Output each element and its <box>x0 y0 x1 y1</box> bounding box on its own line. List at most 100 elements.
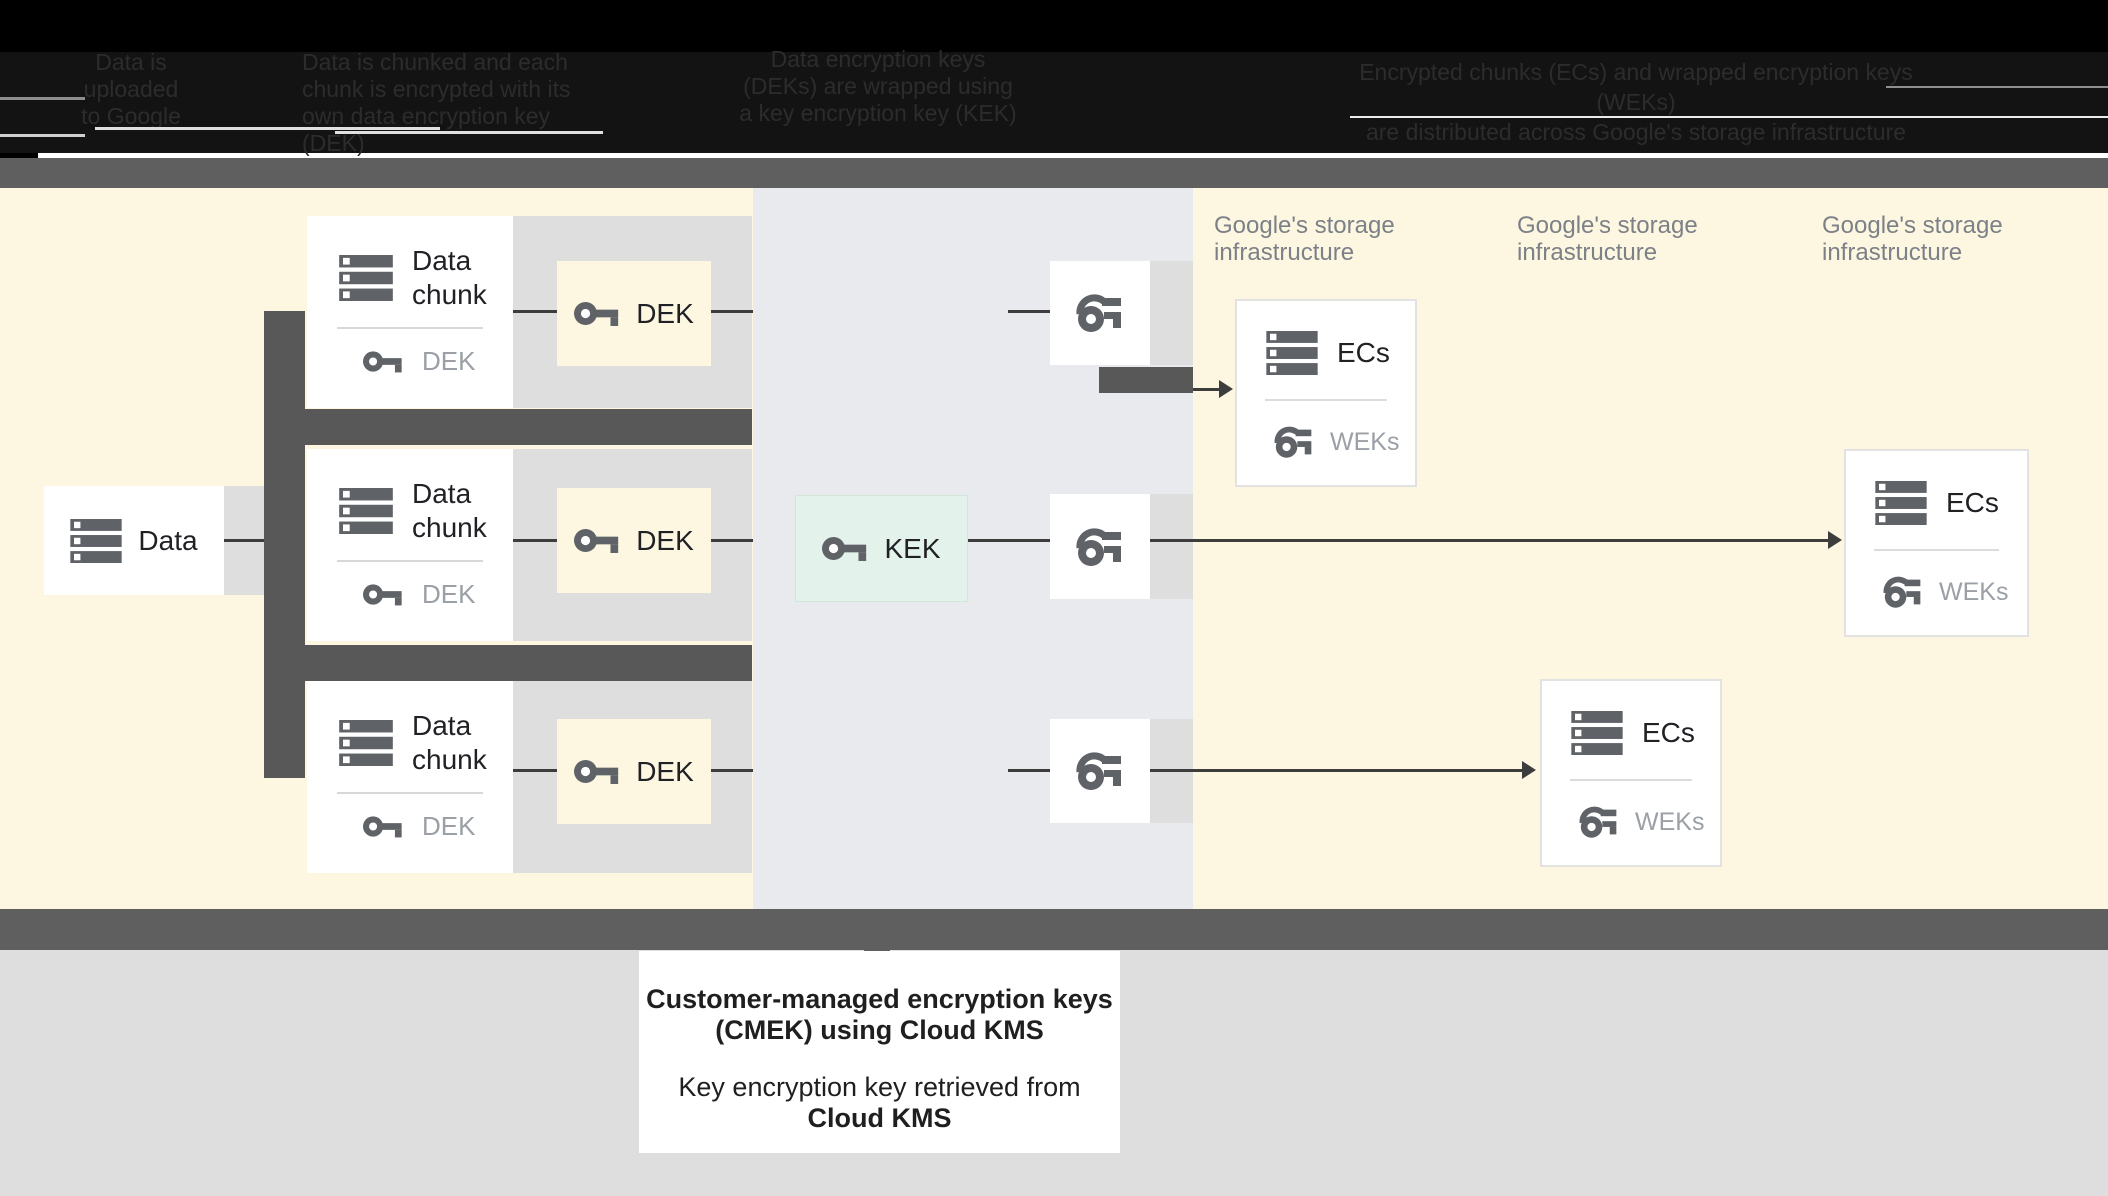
weks-label: WEKs <box>1939 577 2009 606</box>
data-box-label: Data <box>138 524 198 556</box>
wrapped-key-icon <box>1076 748 1124 794</box>
key-icon <box>363 581 405 608</box>
data-chunk-title: Data chunk <box>412 245 487 310</box>
divider <box>1874 549 1999 551</box>
server-stack-icon <box>1570 711 1624 755</box>
storage-infrastructure-label: Google's storage infrastructure <box>1822 212 2052 266</box>
arrow-line <box>1150 539 1830 542</box>
splitter-bar <box>264 645 752 681</box>
dek-label: DEK <box>422 579 476 609</box>
divider <box>1570 779 1692 781</box>
arrow-line <box>1150 769 1524 772</box>
key-wrapping-box <box>1050 261 1150 365</box>
storage-label-line: Google's storage <box>1517 212 1698 239</box>
arrowhead-icon <box>1522 761 1536 779</box>
splitter-trunk <box>264 311 305 778</box>
data-chunk-title: Data chunk <box>412 478 487 543</box>
arrowhead-icon <box>1219 380 1233 398</box>
connector-line <box>711 769 753 772</box>
dek-key-box: DEK <box>557 719 711 824</box>
bottom-divider-bar <box>0 909 2108 950</box>
weks-label: WEKs <box>1635 807 1705 836</box>
divider <box>337 792 483 794</box>
server-stack-icon <box>337 720 395 766</box>
data-chunk-title: Data chunk <box>412 710 487 775</box>
connector-line <box>513 539 557 542</box>
storage-label-line: Google's storage <box>1822 212 2003 239</box>
dek-label: DEK <box>422 346 476 376</box>
wrapped-key-icon <box>1882 573 1924 611</box>
kek-key-box: KEK <box>795 495 968 602</box>
ecs-storage-box: ECs WEKs <box>1540 679 1722 867</box>
header-step-2: Data is chunked and each chunk is encryp… <box>302 49 612 157</box>
wrapped-key-icon <box>1273 423 1315 461</box>
arrowhead-icon <box>1828 531 1842 549</box>
step-3-line: Data encryption keys <box>770 46 986 72</box>
connector-line <box>224 539 264 542</box>
connector-line <box>711 539 753 542</box>
key-box-band <box>1150 494 1193 599</box>
connector-line <box>968 539 1050 542</box>
step-2-line: Data is chunked and each <box>302 49 568 75</box>
header-black-tab <box>0 153 38 158</box>
server-stack-icon <box>1874 481 1928 525</box>
caption-box: Customer-managed encryption keys (CMEK) … <box>639 951 1120 1153</box>
server-stack-icon <box>1265 331 1319 375</box>
key-icon <box>574 525 622 556</box>
step-3-line: (DEKs) are wrapped using <box>743 73 1013 99</box>
connector-line <box>1008 310 1050 313</box>
step-2-line: own data encryption key (DEK) <box>302 103 551 156</box>
caption-body-line: Cloud KMS <box>807 1103 952 1133</box>
caption-spacer <box>639 1046 1120 1072</box>
connector-line <box>1008 769 1050 772</box>
dek-label: DEK <box>422 811 476 841</box>
key-icon <box>574 298 622 329</box>
divider <box>337 560 483 562</box>
step-1-line: uploaded <box>83 76 179 102</box>
ecs-storage-box: ECs WEKs <box>1844 449 2029 637</box>
key-box-band <box>1150 261 1193 365</box>
server-stack-icon <box>70 518 123 563</box>
combined-flow-bar <box>1099 367 1193 393</box>
splitter-bar <box>264 409 752 445</box>
connector-line <box>513 310 557 313</box>
storage-infrastructure-label: Google's storage infrastructure <box>1214 212 1444 266</box>
redaction-streak <box>0 97 85 100</box>
key-icon <box>822 533 870 564</box>
key-icon <box>574 756 622 787</box>
caption-title-line: (CMEK) using Cloud KMS <box>715 1015 1044 1045</box>
redaction-streak <box>1886 86 2108 88</box>
header-step-3: Data encryption keys (DEKs) are wrapped … <box>733 46 1023 127</box>
step-4-line: Encrypted chunks (ECs) and wrapped encry… <box>1359 59 1913 115</box>
redaction-streak <box>335 131 603 134</box>
header-redacted-panel <box>0 0 2108 52</box>
server-stack-icon <box>337 255 395 301</box>
key-wrapping-box <box>1050 494 1150 599</box>
divider <box>1265 399 1387 401</box>
storage-label-line: infrastructure <box>1214 239 1355 266</box>
header-redacted-band <box>0 52 2108 153</box>
weks-label: WEKs <box>1330 427 1400 456</box>
ecs-title: ECs <box>1642 717 1695 748</box>
redaction-streak <box>1350 116 2108 118</box>
storage-label-line: infrastructure <box>1822 239 1963 266</box>
server-stack-icon <box>337 488 395 534</box>
arrow-line <box>1193 388 1221 391</box>
step-1-line: to Google <box>81 103 181 129</box>
ecs-storage-box: ECs WEKs <box>1235 299 1417 487</box>
step-2-line: chunk is encrypted with its <box>302 76 571 102</box>
step-4-line: are distributed across Google's storage … <box>1365 119 1907 145</box>
step-3-line: a key encryption key (KEK) <box>739 100 1017 126</box>
key-wrapping-box <box>1050 719 1150 823</box>
caption-title-line: Customer-managed encryption keys <box>646 984 1113 1014</box>
caption-body-line: Key encryption key retrieved from <box>678 1072 1081 1102</box>
dek-box-label: DEK <box>636 755 694 787</box>
redaction-streak <box>0 134 85 137</box>
wrapped-key-icon <box>1076 524 1124 570</box>
storage-label-line: Google's storage <box>1214 212 1395 239</box>
ecs-title: ECs <box>1946 487 1999 518</box>
key-icon <box>363 813 405 840</box>
header-step-4: Encrypted chunks (ECs) and wrapped encry… <box>1320 57 1952 147</box>
wrapped-key-icon <box>1076 290 1124 336</box>
